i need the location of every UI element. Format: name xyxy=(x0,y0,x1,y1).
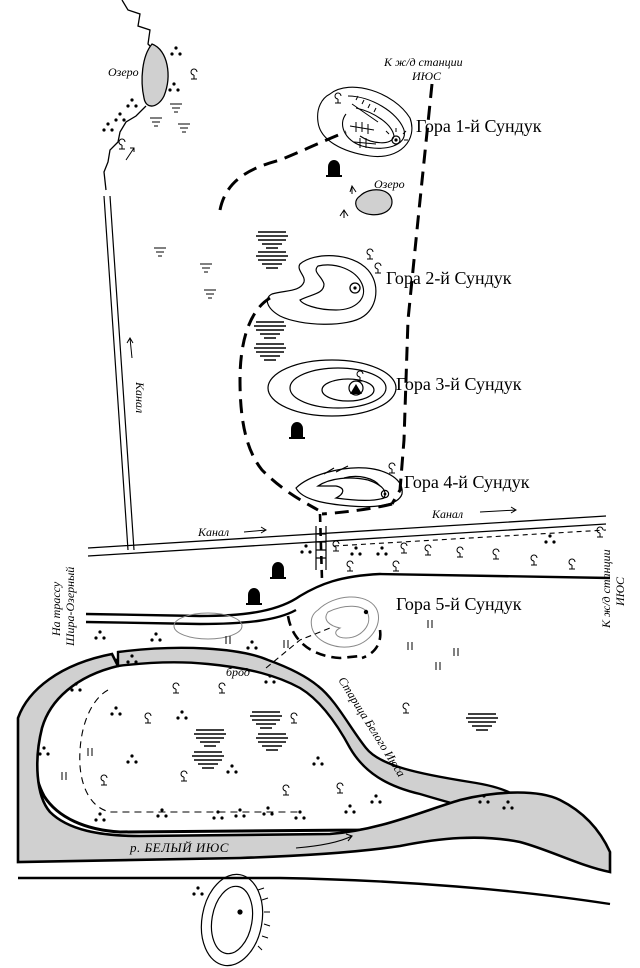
river-main xyxy=(16,652,612,874)
highway-line2: Шира-Озерный xyxy=(63,567,77,647)
canal-arrow-right xyxy=(479,506,517,514)
mountain-label-5: Гора 5-й Сундук xyxy=(396,594,522,614)
trail-down xyxy=(318,513,324,581)
stream-top xyxy=(121,0,153,49)
mountain-label-1: Гора 1-й Сундук xyxy=(416,116,542,136)
mountain-2 xyxy=(255,231,382,325)
lake-top xyxy=(141,43,169,107)
oxbow xyxy=(116,646,524,815)
bottom-hill xyxy=(192,873,271,967)
mountain-5 xyxy=(310,596,379,648)
highway-line1: На трассу xyxy=(49,581,63,637)
road-bottom xyxy=(18,876,611,906)
mountain-label-3: Гора 3-й Сундук xyxy=(396,374,522,394)
canal-label-mid: Канал xyxy=(197,525,229,539)
island-inner-dashed xyxy=(79,689,300,813)
rail-right-line2: ИЮС xyxy=(613,576,627,607)
rail-right-line1: К ж/д станции xyxy=(599,549,613,629)
canal-dashed-edge xyxy=(333,529,607,547)
lake-label-small: Озеро xyxy=(374,177,405,191)
trail-top xyxy=(218,130,347,211)
ford-label: брод xyxy=(226,665,250,679)
clearing-oval xyxy=(173,612,243,640)
mountain-1 xyxy=(317,86,413,158)
bridge xyxy=(315,526,327,570)
canal-label-left: Канал xyxy=(133,381,147,413)
rail-top xyxy=(390,83,434,505)
canal-arrow-left xyxy=(126,337,134,359)
trail-west xyxy=(238,296,319,512)
mountain-label-2: Гора 2-й Сундук xyxy=(386,268,512,288)
river-label: р. БЕЛЫЙ ИЮС xyxy=(129,840,229,855)
canal-left xyxy=(103,195,135,551)
mountain-label-4: Гора 4-й Сундук xyxy=(404,472,530,492)
canal-arrow-mid xyxy=(243,526,267,534)
road xyxy=(85,572,611,618)
stream-below-lake xyxy=(103,105,147,191)
ford-dashed xyxy=(265,627,331,669)
lake-small xyxy=(339,184,393,218)
rail-top-line1: К ж/д станции xyxy=(383,55,463,69)
canal-label-right: Канал xyxy=(431,507,463,521)
ridge-hatching xyxy=(253,321,287,339)
cave-icon xyxy=(326,160,342,177)
mountain-3 xyxy=(267,359,397,417)
stream-arrow xyxy=(125,147,135,161)
canal-horizontal xyxy=(87,515,607,557)
trail-mountain5 xyxy=(286,615,382,660)
lake-label-top: Озеро xyxy=(108,65,139,79)
mountain-4 xyxy=(295,462,403,508)
trail-east xyxy=(321,502,393,516)
river-flow-arrow xyxy=(295,833,353,849)
rail-top-line2: ИЮС xyxy=(411,69,442,83)
